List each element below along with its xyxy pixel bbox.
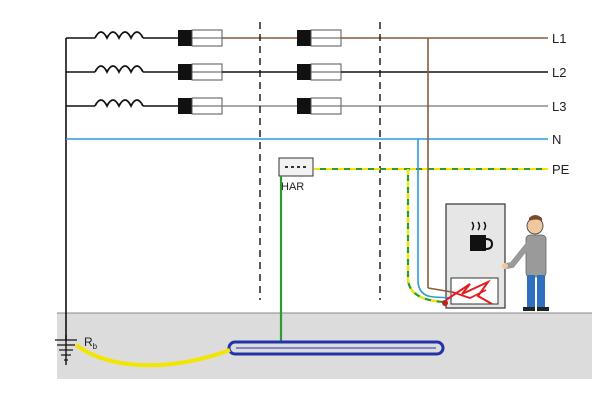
phase-line-l2: [66, 63, 548, 81]
label-rb: Rb: [84, 335, 98, 351]
inductor-coil-icon: [94, 31, 144, 41]
label-l1: L1: [552, 31, 566, 46]
inductor-coil-icon: [94, 99, 144, 109]
label-l3: L3: [552, 99, 566, 114]
neutral-drop-wire: [417, 139, 453, 299]
person-icon: [502, 215, 549, 311]
fuse-icon: [297, 98, 311, 114]
har-terminal-box: [278, 157, 314, 177]
pe-drop-wire: [406, 169, 445, 304]
fault-return-path: [74, 343, 231, 368]
lightning-fault-icon: [445, 279, 493, 305]
fuse-icon: [297, 64, 311, 80]
fuse-icon: [178, 30, 192, 46]
label-pe: PE: [552, 162, 570, 177]
ground-symbol-icon: [55, 335, 77, 365]
label-l2: L2: [552, 65, 566, 80]
fuse-icon: [297, 30, 311, 46]
phase-line-l1: [66, 29, 548, 47]
inductor-coil-icon: [94, 65, 144, 75]
label-har: HAR: [281, 181, 304, 193]
fuse-icon: [178, 98, 192, 114]
phase-line-l3: [66, 97, 548, 115]
l1-drop-wire-bend: [427, 287, 453, 293]
housing-connection-point: [442, 300, 448, 306]
label-n: N: [552, 132, 561, 147]
hot-drink-icon: [470, 221, 494, 251]
fuse-icon: [178, 64, 192, 80]
